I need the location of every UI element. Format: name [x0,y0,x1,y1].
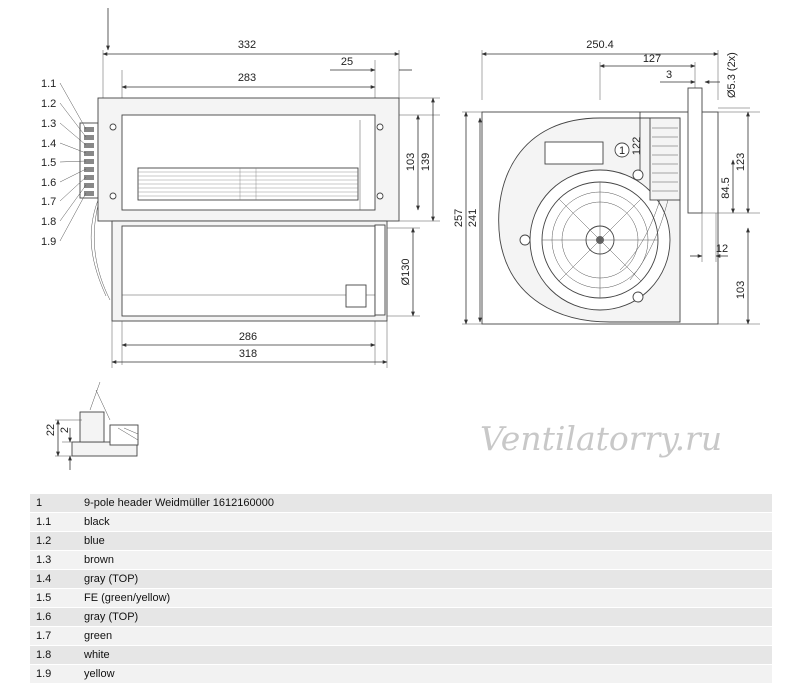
dim-250-4: 250.4 [586,39,614,51]
legend-number: 1.7 [30,627,78,645]
legend-number: 1.1 [30,513,78,531]
detail-view: 22 2 [45,381,139,470]
dim-84-5: 84.5 [720,177,732,198]
legend-text: brown [78,551,772,569]
legend-text: black [78,513,772,531]
connector-pins [84,127,94,196]
legend-text: gray (TOP) [78,608,772,626]
legend-text: green [78,627,772,645]
dim-332: 332 [238,39,256,51]
dim-123: 123 [735,153,747,171]
technical-drawing: 332 25 283 [41,8,760,470]
wire-label: 1.4 [41,138,56,150]
legend-number: 1.3 [30,551,78,569]
dim-283: 283 [238,72,256,84]
nameplate [544,141,604,165]
dim-139: 139 [420,153,432,171]
legend-text: 9-pole header Weidmüller 1612160000 [78,494,772,512]
legend-number: 1.8 [30,646,78,664]
dim-103-right: 103 [735,281,747,299]
watermark: Ventilatorry.ru [480,419,722,458]
dim-12: 12 [716,243,728,255]
legend-number: 1 [30,494,78,512]
dim-127: 127 [643,53,661,65]
legend-number: 1.6 [30,608,78,626]
legend-number: 1.5 [30,589,78,607]
dim-122: 122 [631,137,643,155]
legend-text: white [78,646,772,664]
right-view: 250.4 127 3 Ø5.3 (2x) 1 [453,39,760,325]
dim-257: 257 [453,209,465,227]
dim-318: 318 [239,348,257,360]
dim-2: 2 [59,427,71,433]
legend-number: 1.2 [30,532,78,550]
wire-label: 1.1 [41,78,56,90]
legend-number: 1.9 [30,665,78,683]
wire-label: 1.7 [41,196,56,208]
wire-label: 1.2 [41,98,56,110]
dim-diameter-130: Ø130 [400,259,412,286]
legend-text: yellow [78,665,772,683]
callout-1: 1 [619,145,625,157]
legend-text: gray (TOP) [78,570,772,588]
dim-103: 103 [405,153,417,171]
wire-label: 1.8 [41,216,56,228]
legend-number: 1.4 [30,570,78,588]
wire-label: 1.3 [41,118,56,130]
dim-22: 22 [45,424,57,436]
terminal-block [649,117,681,201]
dim-286: 286 [239,331,257,343]
legend-text: FE (green/yellow) [78,589,772,607]
wire-label: 1.6 [41,177,56,189]
dim-241: 241 [467,209,479,227]
left-view: 332 25 283 [41,8,440,368]
wire-label: 1.9 [41,236,56,248]
dim-hole-5-3: Ø5.3 (2x) [726,52,738,98]
dim-25: 25 [341,56,353,68]
legend-text: blue [78,532,772,550]
wire-label: 1.5 [41,157,56,169]
wire-labels: 1.1 1.2 1.3 1.4 1.5 1.6 1.7 1.8 1.9 [41,78,56,248]
dim-3: 3 [666,69,672,81]
